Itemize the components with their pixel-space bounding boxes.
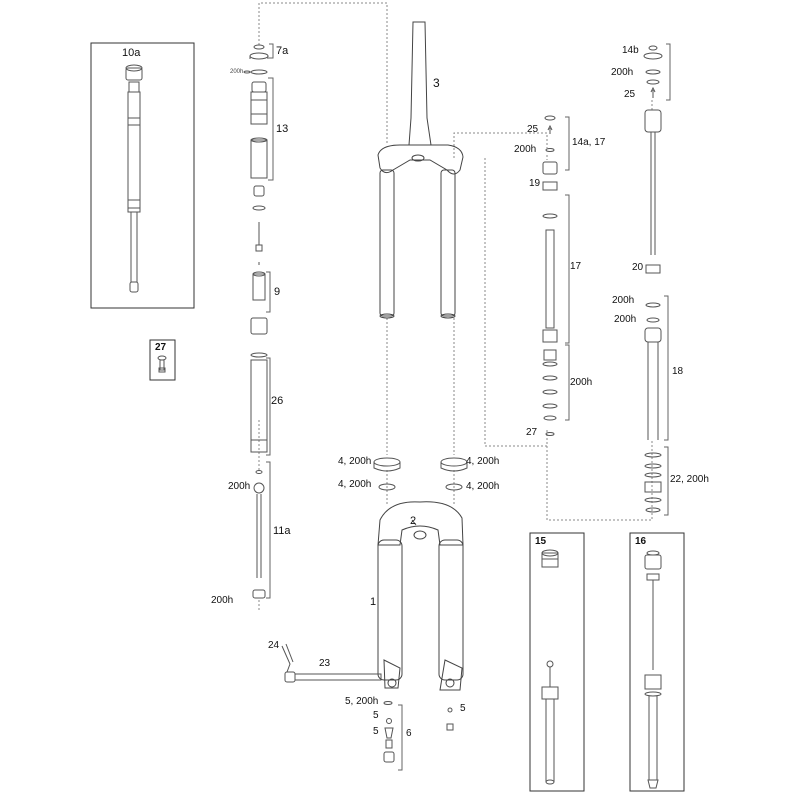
label-5-right: 5 [460, 703, 466, 714]
label-1: 1 [370, 596, 377, 608]
part-5-6-bolts [383, 701, 454, 763]
label-4-200h-l2: 4, 200h [338, 479, 372, 490]
part-15 [541, 549, 559, 785]
label-200h-r-a: 200h [612, 295, 635, 306]
part-27-valve [157, 355, 167, 373]
label-9: 9 [274, 286, 281, 298]
part-26 [250, 352, 268, 453]
label-14a-17: 14a, 17 [572, 137, 606, 148]
box-27 [149, 339, 176, 381]
label-15: 15 [535, 536, 547, 547]
label-25-r: 25 [624, 89, 636, 100]
label-200h-tiny: 200h [230, 69, 244, 75]
label-200h-11a-top: 200h [228, 481, 251, 492]
part-10a [125, 64, 143, 293]
label-5-b: 5 [373, 726, 379, 737]
label-20: 20 [632, 262, 644, 273]
part-11a [252, 470, 266, 599]
label-10a: 10a [122, 47, 141, 59]
label-19: 19 [529, 178, 541, 189]
label-200h-r-top: 200h [611, 67, 634, 78]
label-14b: 14b [622, 45, 639, 56]
label-2: 2 [410, 515, 417, 527]
label-17: 17 [570, 261, 582, 272]
box-16 [629, 532, 685, 792]
part-200h-small [243, 70, 251, 74]
label-200h-mid2: 200h [570, 377, 593, 388]
part-rod-small [252, 185, 266, 265]
part-4-seals [373, 457, 468, 491]
label-3: 3 [433, 76, 440, 90]
label-16: 16 [635, 536, 647, 547]
label-24: 24 [268, 640, 280, 651]
label-200h-11a-bot: 200h [211, 595, 234, 606]
label-26: 26 [271, 395, 284, 407]
label-13: 13 [276, 123, 289, 135]
part-7a [249, 44, 269, 75]
part-23-24-axle [281, 643, 382, 683]
label-5-a: 5 [373, 710, 379, 721]
label-4-200h-r1: 4, 200h [466, 456, 500, 467]
label-5-200h: 5, 200h [345, 696, 379, 707]
box-15 [529, 532, 585, 792]
label-27-mid: 27 [526, 427, 538, 438]
label-11a: 11a [273, 525, 291, 537]
brackets [266, 43, 671, 771]
box-10a [90, 42, 195, 309]
label-25-mid: 25 [527, 124, 539, 135]
part-14b-20 [643, 45, 663, 274]
label-27-box: 27 [155, 342, 167, 353]
dotted-leaders [258, 2, 653, 610]
part-13 [250, 81, 268, 179]
label-4-200h-r2: 4, 200h [466, 481, 500, 492]
part-1-lower-legs [377, 501, 464, 691]
label-22-200h: 22, 200h [670, 474, 709, 485]
part-16 [644, 550, 662, 789]
part-3-crown-steerer [377, 21, 464, 319]
label-200h-r-b: 200h [614, 314, 637, 325]
label-7a: 7a [276, 45, 289, 57]
part-14a-17-damper [542, 115, 558, 436]
label-4-200h-l1: 4, 200h [338, 456, 372, 467]
label-200h-mid: 200h [514, 144, 537, 155]
label-18: 18 [672, 366, 684, 377]
part-18-22 [644, 302, 662, 513]
part-9 [250, 271, 268, 335]
label-23: 23 [319, 658, 331, 669]
label-6: 6 [406, 728, 412, 739]
